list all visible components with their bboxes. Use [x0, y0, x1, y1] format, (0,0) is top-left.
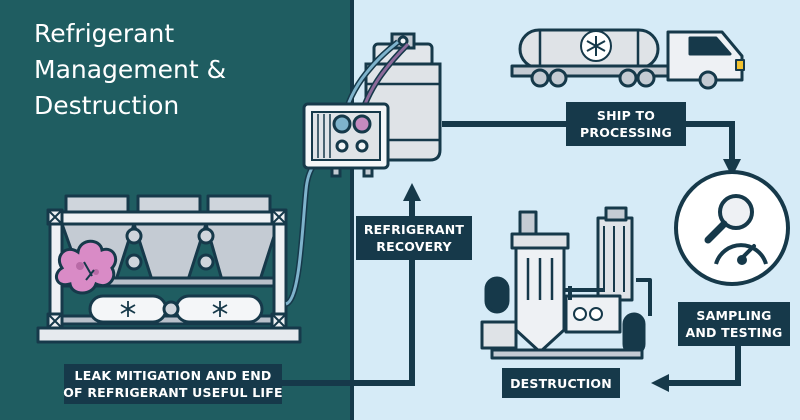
step-destruction: DESTRUCTION [502, 368, 620, 398]
condenser-unit [36, 194, 302, 344]
step-ship-line-1: SHIP TO [596, 108, 656, 123]
arrow-sampling-to-destruction [651, 346, 741, 392]
step-sampling-line-2: AND TESTING [685, 325, 783, 340]
title-line-2: Management & [34, 55, 227, 84]
step-refrigerant-recovery: REFRIGERANT RECOVERY [356, 216, 472, 260]
page-title: Refrigerant Management & Destruction [34, 16, 226, 124]
destruction-plant [480, 206, 652, 360]
arrow-ship-to-sampling [686, 121, 741, 177]
step-recovery-line-1: REFRIGERANT [363, 222, 465, 237]
title-line-3: Destruction [34, 91, 180, 120]
gauge-icon [714, 243, 768, 265]
step-ship-line-2: PROCESSING [580, 125, 672, 140]
step-destruction-line-1: DESTRUCTION [510, 375, 612, 391]
step-leak-line-1: LEAK MITIGATION AND END [74, 368, 272, 383]
step-sampling-line-1: SAMPLING [696, 308, 772, 323]
step-recovery-line-2: RECOVERY [376, 239, 452, 254]
step-ship-to-processing: SHIP TO PROCESSING [566, 102, 686, 146]
manifold-gauge-set [302, 102, 390, 178]
step-leak-line-2: OF REFRIGERANT USEFUL LIFE [63, 385, 283, 400]
leak-cloud [54, 239, 118, 295]
snowflake-icon [120, 301, 228, 317]
tanker-truck [510, 28, 745, 90]
step-leak-mitigation: LEAK MITIGATION AND END OF REFRIGERANT U… [63, 364, 283, 404]
magnifier-icon [704, 194, 754, 244]
panel-divider [350, 0, 354, 420]
step-sampling-and-testing: SAMPLING AND TESTING [678, 302, 790, 346]
title-line-1: Refrigerant [34, 19, 175, 48]
snowflake-icon [580, 30, 612, 62]
